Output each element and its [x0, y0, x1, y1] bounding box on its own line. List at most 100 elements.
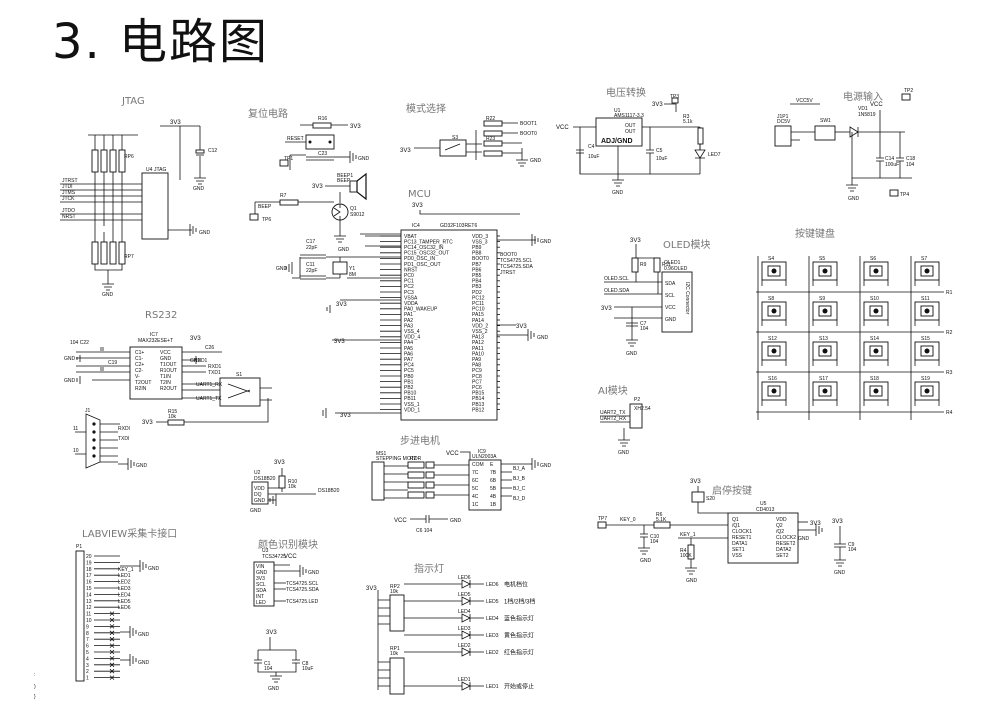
- mcu-pin-label: VDD_1: [404, 407, 420, 413]
- svg-text:R3: R3: [683, 114, 690, 120]
- svg-text:5C: 5C: [472, 486, 479, 492]
- svg-text:C8: C8: [302, 661, 309, 667]
- mcu-pin-label: PA8: [472, 363, 481, 369]
- keypad-switch: S18: [863, 376, 889, 406]
- svg-text:R2: R2: [410, 456, 417, 462]
- svg-text:VDD: VDD: [776, 517, 787, 523]
- svg-text:R2IN: R2IN: [135, 386, 147, 392]
- mcu-pin-label: PA9: [472, 357, 481, 363]
- svg-text:T2IN: T2IN: [160, 380, 171, 386]
- svg-text:C23: C23: [318, 151, 327, 157]
- svg-text:R6: R6: [656, 512, 663, 518]
- reset-title: 复位电路: [248, 107, 288, 120]
- mcu-pin-label: VSS_3: [472, 239, 488, 245]
- p1-signal-label: LED1: [118, 573, 131, 579]
- p1-pin-number: 7: [86, 637, 89, 643]
- oled-ref: OLED1: [664, 260, 681, 266]
- led-description: 黄色指示灯: [504, 632, 534, 640]
- svg-text:C26: C26: [205, 345, 214, 351]
- svg-text:3V3: 3V3: [274, 460, 285, 466]
- mcu-pin-label: BOOT0: [472, 256, 489, 262]
- svg-text:T2OUT: T2OUT: [135, 380, 151, 386]
- svg-text:SET2: SET2: [776, 553, 789, 559]
- svg-text:7B: 7B: [490, 470, 497, 476]
- svg-text:LED1: LED1: [486, 684, 499, 690]
- mcu-pin-label: PB14: [472, 396, 484, 402]
- svg-text:100K: 100K: [680, 553, 692, 559]
- mcu-pin-label: PC7: [472, 379, 482, 385]
- svg-text:GND: GND: [626, 351, 638, 357]
- labview-conn-ref: P1: [76, 544, 82, 550]
- mcu-pin-label: PA4: [404, 340, 413, 346]
- svg-text:3V3: 3V3: [601, 306, 612, 312]
- svg-text:BEEP: BEEP: [258, 204, 272, 210]
- p1-pin-number: 1: [86, 676, 89, 682]
- keypad-switch-label: S5: [819, 256, 825, 262]
- svg-text:R1OUT: R1OUT: [160, 368, 177, 374]
- p1-pin-number: 9: [86, 624, 89, 630]
- p1-pin-number: 17: [86, 573, 92, 579]
- p1-signal-label: LED5: [118, 599, 131, 605]
- svg-text:UART2_TX: UART2_TX: [600, 410, 626, 416]
- rs232-ref: IC7: [150, 332, 158, 338]
- svg-text:SDA: SDA: [256, 588, 267, 594]
- p1-pin-number: 14: [86, 592, 92, 598]
- svg-text:GND: GND: [308, 570, 320, 576]
- svg-text:VCC: VCC: [394, 518, 407, 524]
- svg-text:R16: R16: [318, 116, 327, 122]
- mcu-chip: [400, 229, 498, 421]
- svg-text:JTRST: JTRST: [500, 270, 516, 276]
- svg-text:LED4: LED4: [486, 616, 499, 622]
- svg-text:R11: R11: [662, 262, 671, 268]
- p1-signal-label: LED3: [118, 586, 131, 592]
- svg-text:DC5V: DC5V: [777, 119, 791, 125]
- mcu-pin-label: VDD_3: [472, 234, 488, 240]
- svg-text:DATA2: DATA2: [776, 547, 792, 553]
- led-ref: LED6: [458, 575, 471, 581]
- svg-text:TP1: TP1: [284, 156, 293, 162]
- keypad-switch-label: S18: [870, 376, 879, 382]
- svg-text:5B: 5B: [490, 486, 497, 492]
- mcu-pin-label: PB12: [472, 407, 484, 413]
- mcu-pin-label: PA15: [472, 312, 484, 318]
- svg-text:1B: 1B: [490, 502, 497, 508]
- svg-text:TCS4725.SCL: TCS4725.SCL: [500, 258, 532, 264]
- svg-text:CLOCK2: CLOCK2: [776, 535, 796, 541]
- svg-text:C5: C5: [656, 148, 663, 154]
- led-ref: LED5: [458, 592, 471, 598]
- keypad-row-label: R1: [946, 290, 953, 296]
- svg-text:OLED.SDA: OLED.SDA: [604, 288, 630, 294]
- start-stop-chip: [727, 512, 799, 564]
- svg-text::: :: [34, 672, 35, 678]
- mcu-left-pins: VBATPC13_TAMPER_RTCPC14_OSC32_INPC15_OSC…: [380, 234, 453, 413]
- color-ref: U3: [262, 548, 269, 554]
- svg-text:TCS4725.SDA: TCS4725.SDA: [286, 587, 319, 593]
- svg-text:VCC5V: VCC5V: [796, 98, 813, 104]
- svg-text:DATA1: DATA1: [732, 541, 748, 547]
- keypad-switch: S16: [761, 376, 787, 406]
- svg-text:GND: GND: [190, 358, 202, 364]
- svg-text:UART2_RX: UART2_RX: [600, 416, 627, 422]
- svg-text:10k: 10k: [390, 651, 399, 657]
- keypad-switch-label: S13: [819, 336, 828, 342]
- svg-text:JTDO: JTDO: [62, 208, 75, 214]
- labview-connector: [75, 550, 85, 682]
- mode-title: 模式选择: [406, 102, 446, 115]
- keypad-switch: S8: [761, 296, 787, 326]
- svg-text:C12: C12: [208, 148, 217, 154]
- mcu-pin-label: PC9: [472, 368, 482, 374]
- svg-text:TP7: TP7: [598, 516, 607, 522]
- svg-text:RP7: RP7: [124, 254, 134, 260]
- mcu-pin-label: VDD_2: [472, 323, 488, 329]
- svg-text:INT: INT: [256, 594, 264, 600]
- mcu-part: GD32F103RET6: [440, 223, 477, 229]
- oled-part: 0.96OLED: [664, 266, 688, 272]
- svg-text:TCS4725.LED: TCS4725.LED: [286, 599, 319, 605]
- svg-text:GND: GND: [256, 570, 268, 576]
- rs232-title: RS232: [145, 310, 177, 321]
- ldo-regulator: [595, 117, 643, 147]
- indicator-title: 指示灯: [414, 562, 444, 575]
